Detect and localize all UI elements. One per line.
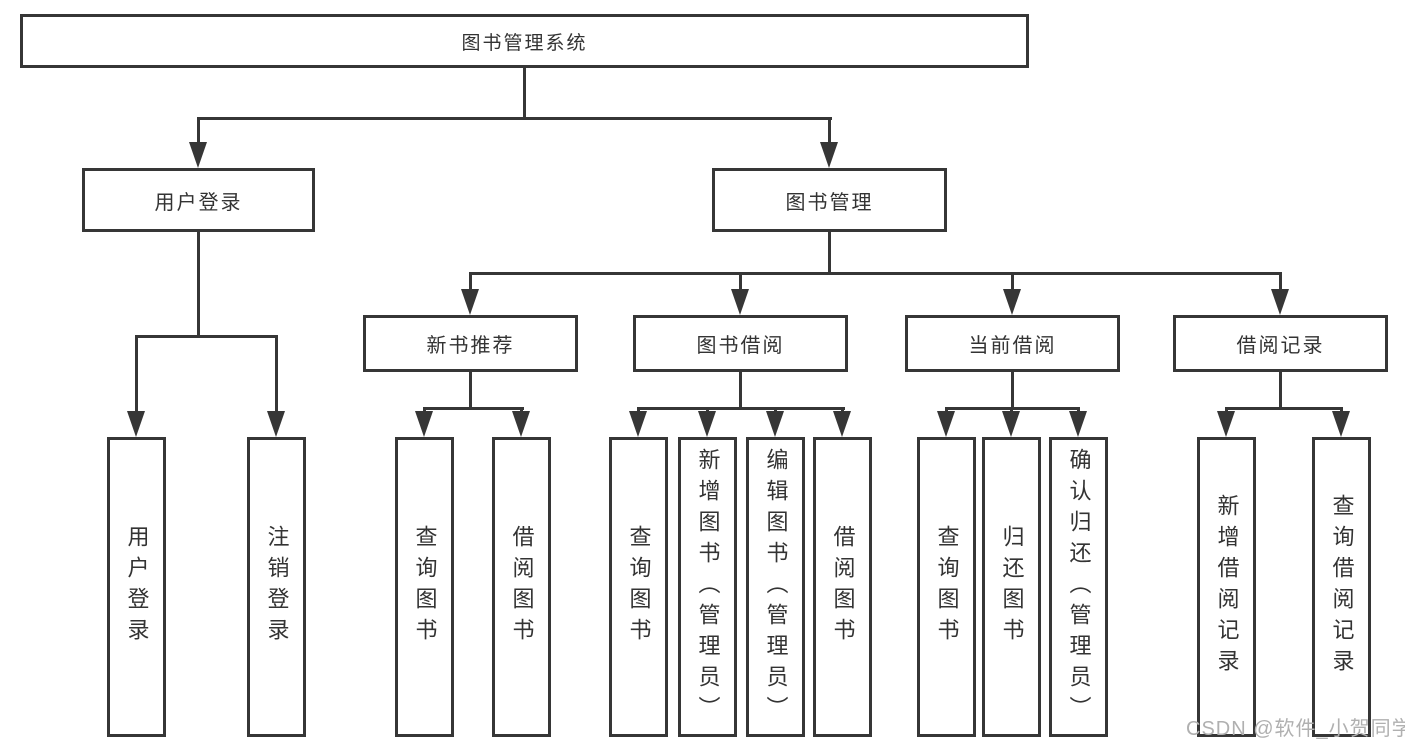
arrow-down-icon xyxy=(1217,411,1235,437)
node-label: 新书推荐 xyxy=(426,335,515,357)
connector-line xyxy=(135,335,138,413)
watermark: CSDN @软件_小贺同学 xyxy=(1186,718,1405,740)
connector-line xyxy=(1225,407,1343,410)
arrow-down-icon xyxy=(766,411,784,437)
node-new-book-recommend: 新书推荐 xyxy=(363,315,578,372)
arrow-down-icon xyxy=(127,411,145,437)
connector-line xyxy=(197,232,200,337)
connector-line xyxy=(469,372,472,410)
node-label: 查询图书 xyxy=(934,525,960,649)
connector-line xyxy=(828,117,831,144)
node-label: 查询图书 xyxy=(412,525,438,649)
node-label: 注销登录 xyxy=(264,525,290,649)
node-user-login: 用户登录 xyxy=(82,168,315,232)
leaf-edit-books-admin: 编辑图书（管理员） xyxy=(746,437,805,737)
node-label: 新增借阅记录 xyxy=(1214,494,1240,680)
connector-line xyxy=(197,117,200,144)
arrow-down-icon xyxy=(1271,289,1289,315)
leaf-add-books-admin: 新增图书（管理员） xyxy=(678,437,737,737)
leaf-query-books-recommend: 查询图书 xyxy=(395,437,454,737)
arrow-down-icon xyxy=(698,411,716,437)
arrow-down-icon xyxy=(937,411,955,437)
arrow-down-icon xyxy=(820,142,838,168)
leaf-borrow-books: 借阅图书 xyxy=(813,437,872,737)
arrow-down-icon xyxy=(415,411,433,437)
node-label: 借阅图书 xyxy=(830,525,856,649)
leaf-confirm-return-admin: 确认归还（管理员） xyxy=(1049,437,1108,737)
node-label: 查询借阅记录 xyxy=(1329,494,1355,680)
connector-line xyxy=(637,407,845,410)
connector-line xyxy=(1279,372,1282,410)
connector-line xyxy=(469,272,472,292)
connector-line xyxy=(1279,272,1282,292)
node-current-borrow: 当前借阅 xyxy=(905,315,1120,372)
leaf-logout: 注销登录 xyxy=(247,437,306,737)
node-label: 查询图书 xyxy=(626,525,652,649)
arrow-down-icon xyxy=(512,411,530,437)
node-borrow-records: 借阅记录 xyxy=(1173,315,1388,372)
arrow-down-icon xyxy=(267,411,285,437)
connector-line xyxy=(828,232,831,275)
node-label: 确认归还（管理员） xyxy=(1066,447,1092,727)
connector-line xyxy=(1011,272,1014,292)
connector-line xyxy=(423,407,524,410)
leaf-query-books-current: 查询图书 xyxy=(917,437,976,737)
connector-line xyxy=(739,272,742,292)
node-label: 编辑图书（管理员） xyxy=(763,447,789,727)
arrow-down-icon xyxy=(1332,411,1350,437)
leaf-borrow-books-recommend: 借阅图书 xyxy=(492,437,551,737)
arrow-down-icon xyxy=(731,289,749,315)
connector-line xyxy=(739,372,742,410)
connector-line xyxy=(135,335,278,338)
leaf-return-books: 归还图书 xyxy=(982,437,1041,737)
node-label: 图书借阅 xyxy=(696,335,785,357)
node-label: 新增图书（管理员） xyxy=(695,447,721,727)
arrow-down-icon xyxy=(1003,289,1021,315)
leaf-user-login: 用户登录 xyxy=(107,437,166,737)
node-label: 用户登录 xyxy=(154,191,243,214)
node-label: 当前借阅 xyxy=(968,335,1057,357)
node-book-borrow: 图书借阅 xyxy=(633,315,848,372)
connector-line xyxy=(469,272,1282,275)
node-label: 借阅图书 xyxy=(509,525,535,649)
node-label: 图书管理系统 xyxy=(461,32,588,54)
connector-line xyxy=(197,117,832,120)
node-label: 归还图书 xyxy=(999,525,1025,649)
node-label: 借阅记录 xyxy=(1236,335,1325,357)
arrow-down-icon xyxy=(461,289,479,315)
leaf-query-borrow-record: 查询借阅记录 xyxy=(1312,437,1371,737)
arrow-down-icon xyxy=(189,142,207,168)
connector-line xyxy=(1011,372,1014,410)
connector-line xyxy=(523,68,526,117)
node-label: 图书管理 xyxy=(785,191,874,214)
arrow-down-icon xyxy=(1069,411,1087,437)
node-label: 用户登录 xyxy=(124,525,150,649)
node-book-mgmt: 图书管理 xyxy=(712,168,947,232)
connector-line xyxy=(275,335,278,413)
leaf-add-borrow-record: 新增借阅记录 xyxy=(1197,437,1256,737)
node-system-root: 图书管理系统 xyxy=(20,14,1029,68)
arrow-down-icon xyxy=(1002,411,1020,437)
leaf-query-books-borrow: 查询图书 xyxy=(609,437,668,737)
arrow-down-icon xyxy=(629,411,647,437)
arrow-down-icon xyxy=(833,411,851,437)
